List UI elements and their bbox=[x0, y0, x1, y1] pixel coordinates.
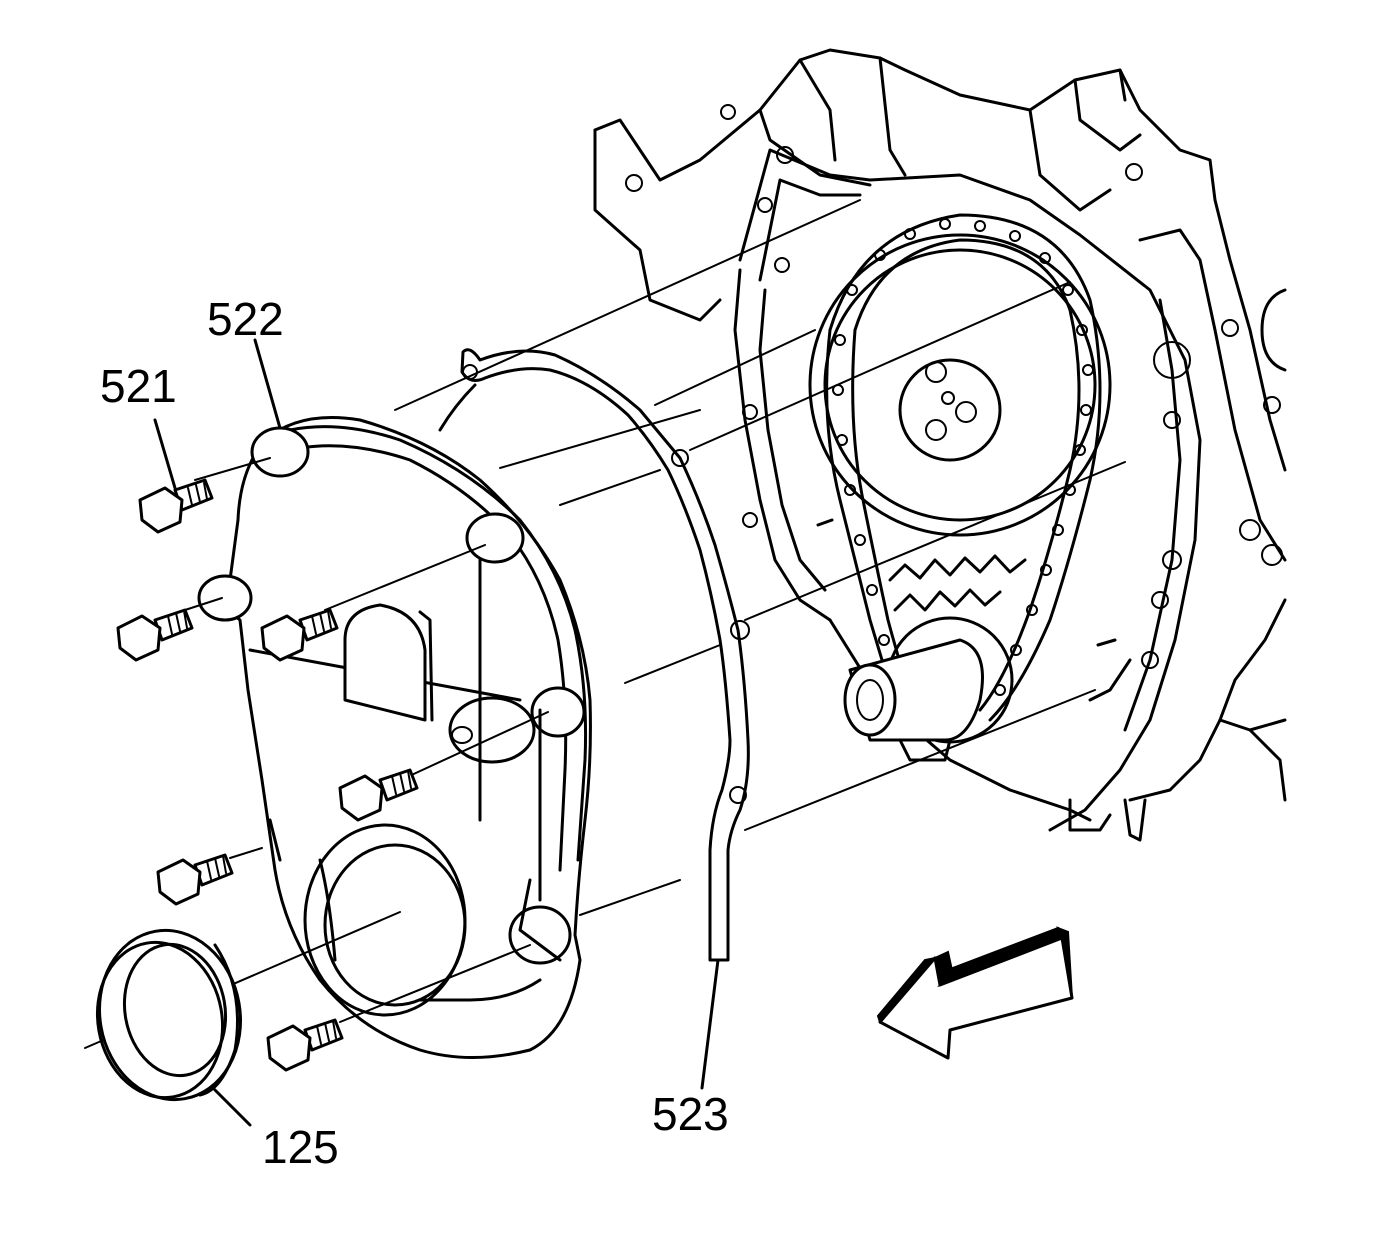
leader-lines bbox=[153, 338, 720, 1127]
engine-block bbox=[593, 48, 1287, 842]
chain-links bbox=[832, 218, 1094, 696]
timing-cover-bolts bbox=[116, 478, 419, 1072]
bolt-521 bbox=[138, 478, 214, 534]
leader-522 bbox=[253, 338, 282, 430]
bolt bbox=[338, 768, 419, 822]
timing-chain-assembly bbox=[808, 213, 1117, 762]
front-timing-cover bbox=[197, 416, 592, 1059]
alignment-lines bbox=[84, 199, 1126, 1049]
callout-labels: 521 522 523 125 bbox=[100, 293, 729, 1173]
front-crankshaft-oil-seal bbox=[95, 928, 242, 1102]
bolt bbox=[156, 853, 234, 906]
callout-522: 522 bbox=[207, 293, 284, 345]
leader-125 bbox=[213, 1088, 252, 1127]
bolt bbox=[260, 608, 339, 662]
leader-521 bbox=[153, 418, 177, 490]
callout-125: 125 bbox=[262, 1121, 339, 1173]
bolt bbox=[116, 608, 194, 662]
front-of-engine-arrow-icon bbox=[876, 926, 1074, 1060]
leader-523 bbox=[700, 958, 720, 1090]
callout-523: 523 bbox=[652, 1088, 729, 1140]
bolt bbox=[266, 1018, 344, 1072]
callout-521: 521 bbox=[100, 360, 177, 412]
